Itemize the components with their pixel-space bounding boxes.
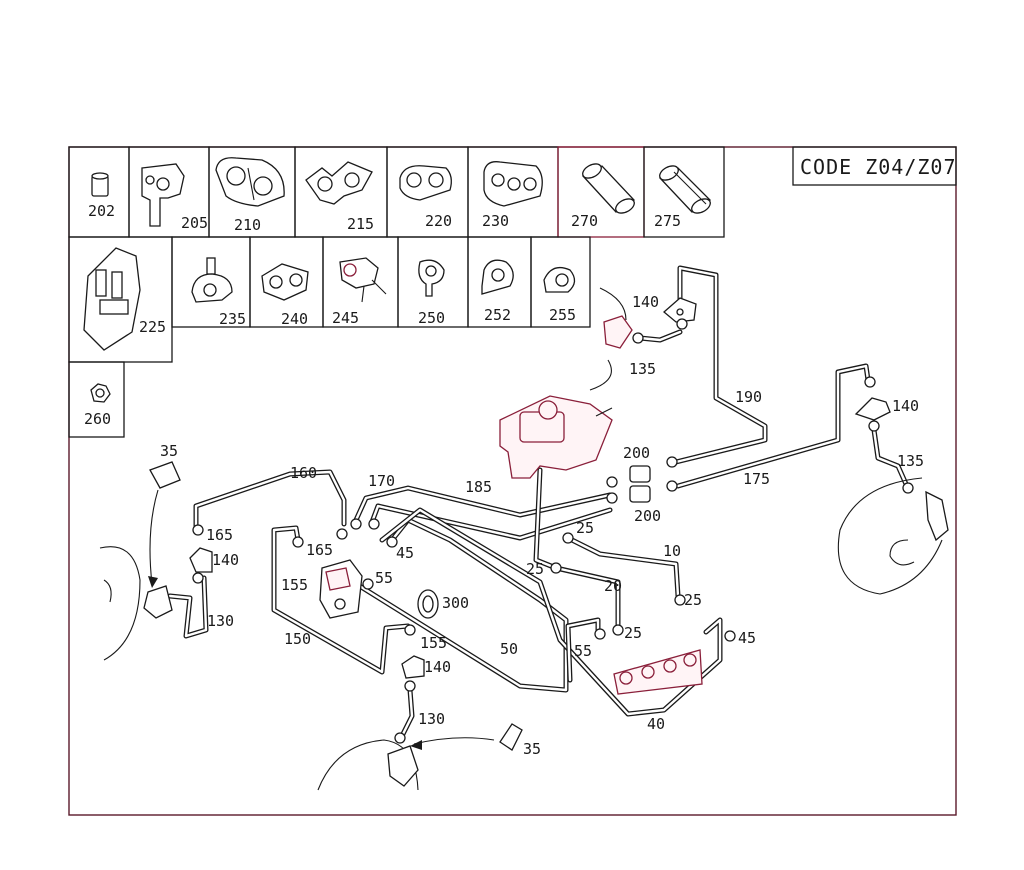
brake-disc-bottom <box>317 739 419 791</box>
legend-cell-260[interactable] <box>68 361 125 438</box>
fitting-200-b <box>629 485 651 503</box>
nut-260-icon <box>90 383 111 403</box>
clip-210-icon <box>215 157 285 207</box>
callout-20: 20 <box>604 577 622 595</box>
callout-190: 190 <box>735 388 762 406</box>
outer-frame <box>68 146 957 816</box>
legend-row-2: 225 235 240 245 250 252 255 <box>68 236 591 363</box>
callout-135-top: 135 <box>629 360 656 378</box>
callout-200-b: 200 <box>634 507 661 525</box>
callout-45-b: 45 <box>738 629 756 647</box>
legend-label-240: 240 <box>281 310 308 328</box>
callout-25-b: 25 <box>526 560 544 578</box>
code-title: CODE Z04/Z07 <box>800 155 957 179</box>
callout-135-right: 135 <box>897 452 924 470</box>
clip-240-icon <box>261 263 309 301</box>
fitting-200-a <box>629 465 651 483</box>
banjo-35-bottom <box>410 723 523 751</box>
legend-label-250: 250 <box>418 309 445 327</box>
callout-55-b: 55 <box>574 642 592 660</box>
callout-40: 40 <box>647 715 665 733</box>
legend-cell-255[interactable] <box>530 236 591 328</box>
clip-255-icon <box>543 266 576 293</box>
callout-300: 300 <box>442 594 469 612</box>
legend-label-245: 245 <box>332 309 359 327</box>
callout-140-bottom: 140 <box>424 658 451 676</box>
clip-250-icon <box>418 259 445 297</box>
sleeve-202-icon <box>91 172 109 197</box>
legend-label-275: 275 <box>654 212 681 230</box>
callout-200-a: 200 <box>623 444 650 462</box>
legend-label-260: 260 <box>84 410 111 428</box>
callout-155-a: 155 <box>281 576 308 594</box>
clip-230-icon <box>483 161 543 207</box>
legend-label-252: 252 <box>484 306 511 324</box>
callout-160: 160 <box>290 464 317 482</box>
pulley-300[interactable] <box>417 589 439 619</box>
callout-10: 10 <box>663 542 681 560</box>
valve-block[interactable] <box>613 649 703 695</box>
knuckle-top <box>589 287 633 391</box>
callout-50: 50 <box>500 640 518 658</box>
legend-label-205: 205 <box>181 214 208 232</box>
clip-205-icon <box>141 163 185 227</box>
callout-185: 185 <box>465 478 492 496</box>
callout-25-c: 25 <box>684 591 702 609</box>
clip-215-icon <box>305 161 373 205</box>
clip-252-icon <box>481 259 514 295</box>
bracket-140-left <box>189 547 213 573</box>
callout-130-left: 130 <box>207 612 234 630</box>
callout-155-b: 155 <box>420 634 447 652</box>
banjo-35-top <box>148 461 181 588</box>
legend-label-255: 255 <box>549 306 576 324</box>
callout-165-b: 165 <box>306 541 333 559</box>
callout-170: 170 <box>368 472 395 490</box>
callout-35-left: 35 <box>160 442 178 460</box>
tube-270-icon <box>581 163 636 214</box>
distribution-block-left[interactable] <box>319 559 363 619</box>
legend-label-230: 230 <box>482 212 509 230</box>
legend-row-1: 202 205 210 215 220 230 270 275 <box>68 146 725 238</box>
callouts: 140 135 190 140 135 200 175 200 35 160 1… <box>160 293 924 758</box>
clip-245-icon <box>339 257 387 303</box>
callout-165-a: 165 <box>206 526 233 544</box>
callout-175: 175 <box>743 470 770 488</box>
legend-label-270: 270 <box>571 212 598 230</box>
code-box <box>792 146 957 186</box>
clip-220-icon <box>399 165 452 201</box>
legend-label-220: 220 <box>425 212 452 230</box>
callout-55-a: 55 <box>375 569 393 587</box>
legend-label-215: 215 <box>347 215 374 233</box>
legend-row-3: 260 <box>68 361 125 438</box>
clip-235-icon <box>191 257 233 303</box>
brake-disc-left <box>99 546 173 661</box>
bracket-140-top <box>662 297 697 323</box>
clip-225-icon <box>83 247 141 351</box>
legend-label-225: 225 <box>139 318 166 336</box>
legend-cell-275[interactable] <box>643 146 725 238</box>
callout-140-right: 140 <box>892 397 919 415</box>
callout-150: 150 <box>284 630 311 648</box>
callout-25-a: 25 <box>576 519 594 537</box>
brake-lines <box>167 265 909 739</box>
bolts <box>192 318 914 744</box>
callout-35-bottom: 35 <box>523 740 541 758</box>
callout-140-top: 140 <box>632 293 659 311</box>
bracket-140-bottom <box>401 655 425 679</box>
master-cylinder[interactable] <box>499 395 613 479</box>
callout-140-left: 140 <box>212 551 239 569</box>
brake-disc-right <box>837 477 949 595</box>
legend-label-202: 202 <box>88 202 115 220</box>
legend-label-235: 235 <box>219 310 246 328</box>
tube-275-icon <box>658 165 712 214</box>
callout-130-bottom: 130 <box>418 710 445 728</box>
bracket-140-right <box>854 397 891 421</box>
callout-45-a: 45 <box>396 544 414 562</box>
legend-label-210: 210 <box>234 216 261 234</box>
callout-25-d: 25 <box>624 624 642 642</box>
